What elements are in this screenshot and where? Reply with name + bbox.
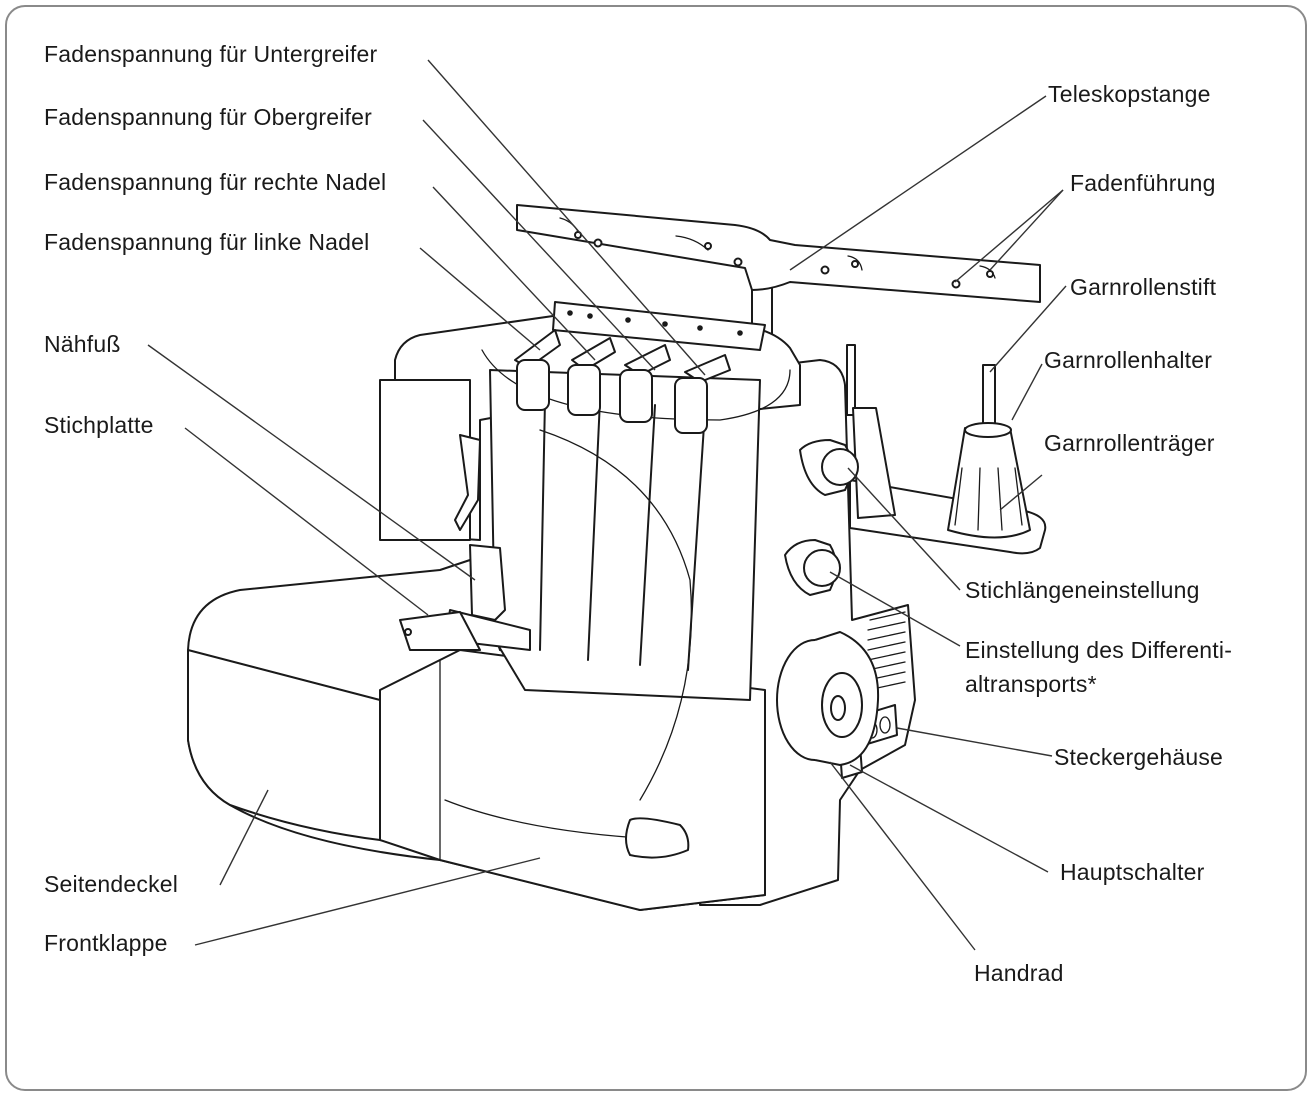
- label-garnrollenstift: Garnrollenstift: [1070, 274, 1217, 300]
- label-handrad: Handrad: [974, 960, 1064, 986]
- hand-wheel: [776, 631, 880, 766]
- tension-dials: [514, 329, 731, 434]
- label-teleskopstange: Teleskopstange: [1048, 81, 1211, 107]
- label-seitendeckel: Seitendeckel: [44, 871, 179, 897]
- leader-lines: [147, 59, 1067, 951]
- machine-body: [187, 301, 916, 911]
- label-fadenfuehrung: Fadenführung: [1070, 170, 1216, 196]
- label-hauptschalter: Hauptschalter: [1060, 859, 1205, 885]
- label-differential-line1: Einstellung des Differenti-: [965, 637, 1233, 663]
- label-fadenspannung-untergreifer: Fadenspannung für Untergreifer: [44, 41, 378, 67]
- label-differential-line2: altransports*: [965, 671, 1097, 697]
- label-garnrollentraeger: Garnrollenträger: [1044, 430, 1215, 456]
- label-frontklappe: Frontklappe: [44, 930, 168, 956]
- label-garnrollenhalter: Garnrollenhalter: [1044, 347, 1213, 373]
- label-stichplatte: Stichplatte: [44, 412, 154, 438]
- label-fadenspannung-rechte-nadel: Fadenspannung für rechte Nadel: [44, 169, 387, 195]
- differential-knob: [784, 539, 841, 596]
- label-fadenspannung-obergreifer: Fadenspannung für Obergreifer: [44, 104, 373, 130]
- label-steckergehaeuse: Steckergehäuse: [1054, 744, 1224, 770]
- label-fadenspannung-linke-nadel: Fadenspannung für linke Nadel: [44, 229, 370, 255]
- stitch-length-knob: [799, 439, 859, 496]
- label-naehfuss: Nähfuß: [44, 331, 121, 357]
- spool-area: [846, 344, 1047, 555]
- label-stichlaengeneinstellung: Stichlängeneinstellung: [965, 577, 1200, 603]
